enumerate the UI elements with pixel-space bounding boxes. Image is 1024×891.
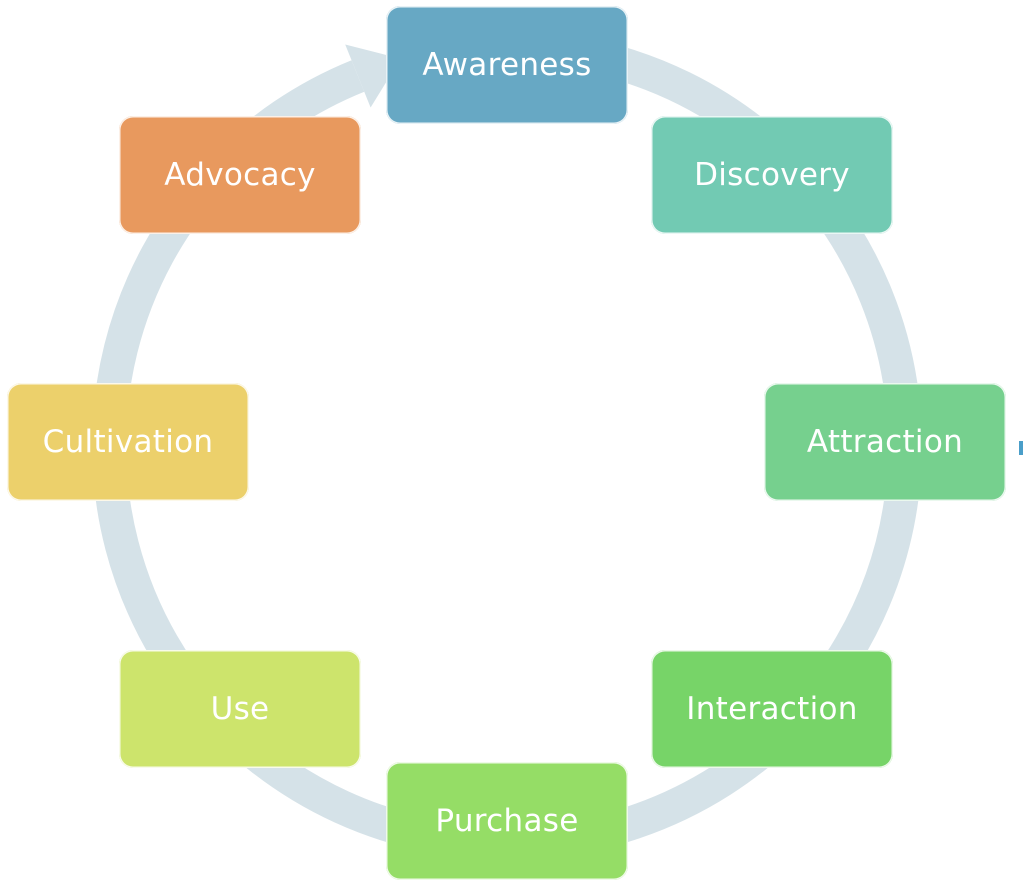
stage-attraction: Attraction	[764, 383, 1006, 501]
stage-use: Use	[119, 650, 361, 768]
stage-label: Cultivation	[42, 424, 214, 460]
edge-marker	[1019, 441, 1023, 455]
stage-label: Interaction	[686, 691, 858, 727]
stage-label: Awareness	[422, 47, 592, 83]
stage-interaction: Interaction	[651, 650, 893, 768]
stage-label: Discovery	[694, 157, 850, 193]
stage-label: Attraction	[806, 424, 964, 460]
stage-label: Use	[210, 691, 270, 727]
stage-purchase: Purchase	[386, 762, 628, 880]
stage-awareness: Awareness	[386, 6, 628, 124]
stage-cultivation: Cultivation	[7, 383, 249, 501]
stage-label: Advocacy	[164, 157, 316, 193]
stage-advocacy: Advocacy	[119, 116, 361, 234]
stage-discovery: Discovery	[651, 116, 893, 234]
stage-label: Purchase	[435, 803, 579, 839]
